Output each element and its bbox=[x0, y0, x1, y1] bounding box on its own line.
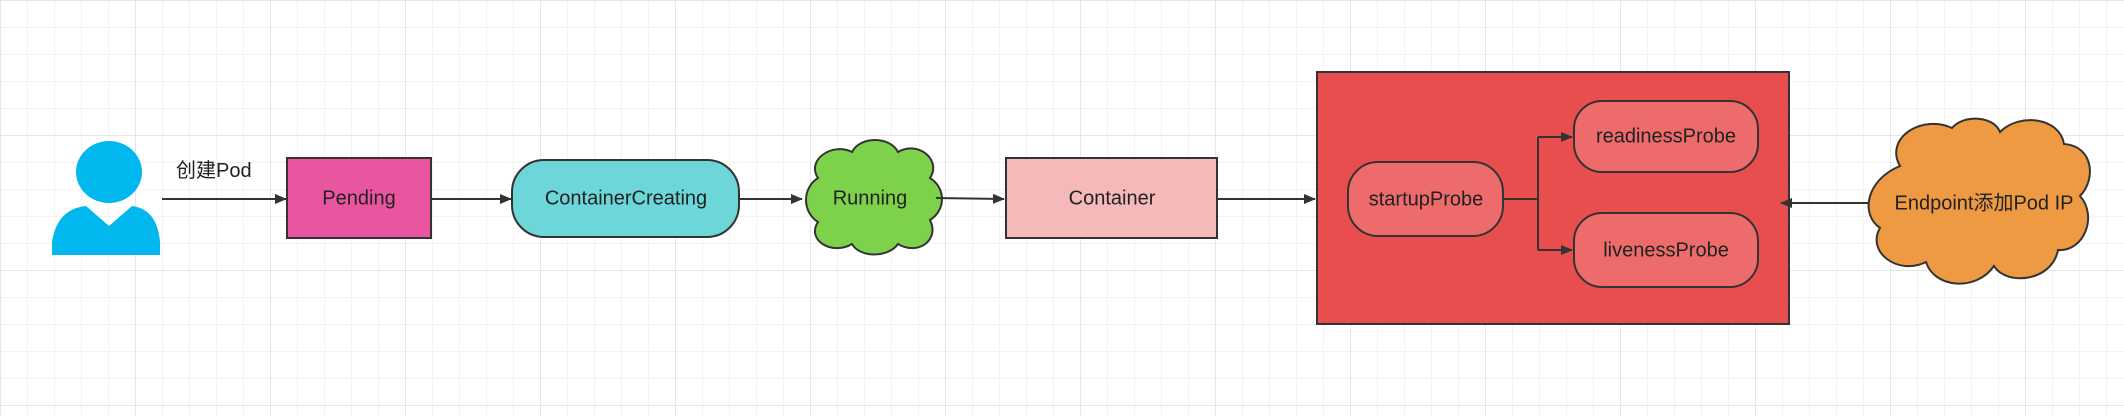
edge-user-to-pending: 创建Pod bbox=[162, 159, 287, 204]
edge-running-to-container bbox=[935, 193, 1005, 204]
node-startup-probe-label: startupProbe bbox=[1369, 188, 1484, 210]
node-liveness-probe[interactable]: livenessProbe bbox=[1573, 212, 1759, 288]
node-liveness-probe-shape bbox=[1573, 212, 1759, 288]
node-readiness-probe[interactable]: readinessProbe bbox=[1573, 100, 1759, 173]
edge-startup-branch bbox=[1503, 132, 1573, 255]
node-endpoint[interactable]: Endpoint添加Pod IP bbox=[1867, 117, 2091, 285]
node-container-creating-label: ContainerCreating bbox=[545, 187, 707, 209]
node-container-creating[interactable]: ContainerCreating bbox=[511, 159, 740, 238]
node-running[interactable]: Running bbox=[805, 139, 943, 256]
node-startup-probe[interactable]: startupProbe bbox=[1347, 161, 1504, 237]
node-running-label: Running bbox=[833, 187, 908, 209]
node-endpoint-cloud-shape bbox=[1867, 117, 2091, 285]
user-icon-head bbox=[76, 141, 142, 203]
node-pending-label: Pending bbox=[322, 187, 395, 209]
user-icon bbox=[52, 141, 160, 255]
node-liveness-probe-label: livenessProbe bbox=[1603, 239, 1729, 261]
node-endpoint-label: Endpoint添加Pod IP bbox=[1895, 191, 2074, 214]
user-icon-body bbox=[52, 206, 160, 255]
node-container[interactable]: Container bbox=[1005, 157, 1218, 239]
node-pending[interactable]: Pending bbox=[286, 157, 432, 239]
node-readiness-probe-shape bbox=[1573, 100, 1759, 173]
node-readiness-probe-label: readinessProbe bbox=[1596, 125, 1736, 147]
edge-label-create-pod: 创建Pod bbox=[176, 159, 252, 182]
node-container-label: Container bbox=[1069, 187, 1156, 209]
node-running-cloud-shape bbox=[805, 139, 943, 256]
